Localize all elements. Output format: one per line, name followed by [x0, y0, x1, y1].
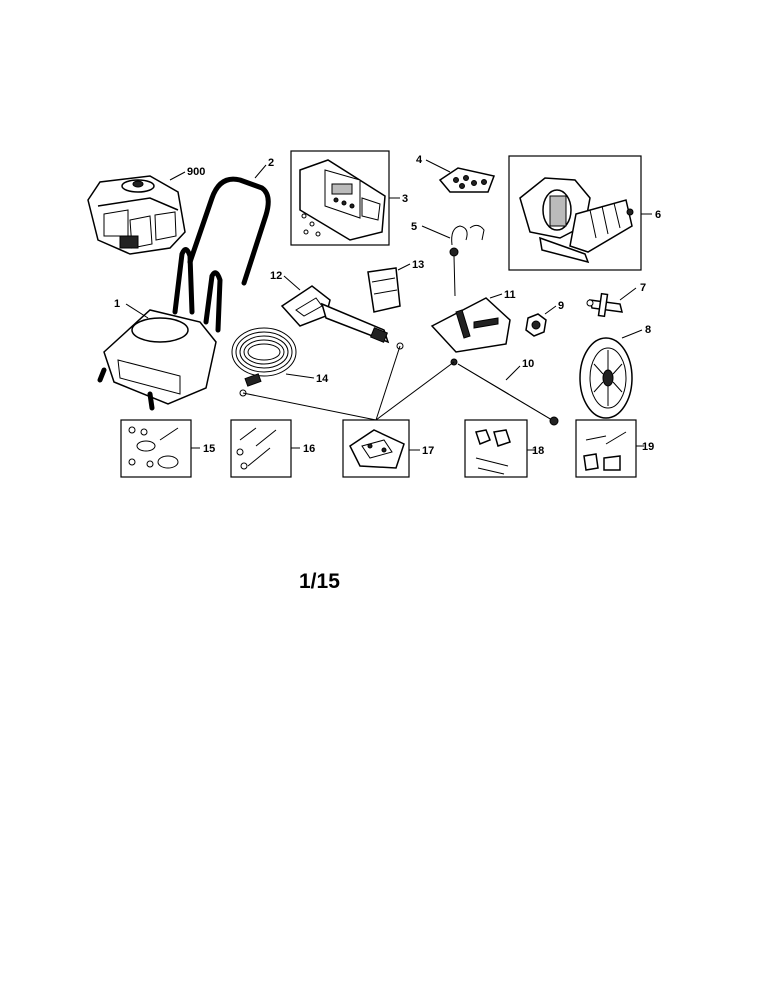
nozzle-holder-icon[interactable] [438, 167, 496, 193]
hardware-kit-17-icon[interactable] [349, 429, 405, 469]
lance-icon[interactable] [450, 358, 559, 426]
callout-7: 7 [640, 282, 646, 294]
callout-14: 14 [316, 373, 329, 385]
callout-12: 12 [270, 270, 282, 282]
callout-1: 1 [114, 298, 120, 310]
hardware-kit-19-icon[interactable] [583, 431, 627, 471]
part-17-box [342, 419, 410, 478]
callout-17: 17 [422, 445, 434, 457]
part-17-leader-lines [242, 345, 455, 421]
callout-15: 15 [203, 443, 215, 455]
callout-10: 10 [522, 358, 534, 370]
dipstick-icon[interactable] [449, 224, 485, 297]
callout-2: 2 [268, 157, 274, 169]
part-18-box [464, 419, 528, 478]
callout-19: 19 [642, 441, 654, 453]
frame-icon[interactable] [97, 247, 223, 411]
handle-icon[interactable] [187, 176, 271, 286]
part-19-box [575, 419, 637, 478]
callout-3: 3 [402, 193, 408, 205]
page-indicator: 1/15 [299, 570, 340, 593]
hose-hook-icon[interactable] [367, 267, 401, 313]
callout-6: 6 [655, 209, 661, 221]
callout-18: 18 [532, 445, 544, 457]
high-pressure-hose-icon[interactable] [231, 327, 297, 397]
hardware-kit-18-icon[interactable] [475, 429, 511, 475]
control-panel-icon[interactable] [299, 159, 386, 241]
callout-9: 9 [558, 300, 564, 312]
callout-16: 16 [303, 443, 315, 455]
callout-8: 8 [645, 324, 651, 336]
engine-icon[interactable] [87, 175, 186, 255]
callout-900: 900 [187, 166, 205, 178]
axle-icon[interactable] [586, 292, 623, 318]
callout-11: 11 [504, 289, 516, 301]
pump-icon[interactable] [519, 177, 634, 264]
nut-icon[interactable] [525, 313, 547, 337]
wheel-icon[interactable] [579, 337, 633, 419]
spray-gun-icon[interactable] [280, 285, 404, 350]
part-6-box [508, 155, 642, 271]
hardware-kit-15-icon[interactable] [128, 426, 179, 469]
callout-4: 4 [416, 154, 423, 166]
callout-13: 13 [412, 259, 424, 271]
callout-5: 5 [411, 221, 417, 233]
decal-icon[interactable] [430, 297, 511, 353]
hardware-kit-16-icon[interactable] [236, 427, 277, 470]
